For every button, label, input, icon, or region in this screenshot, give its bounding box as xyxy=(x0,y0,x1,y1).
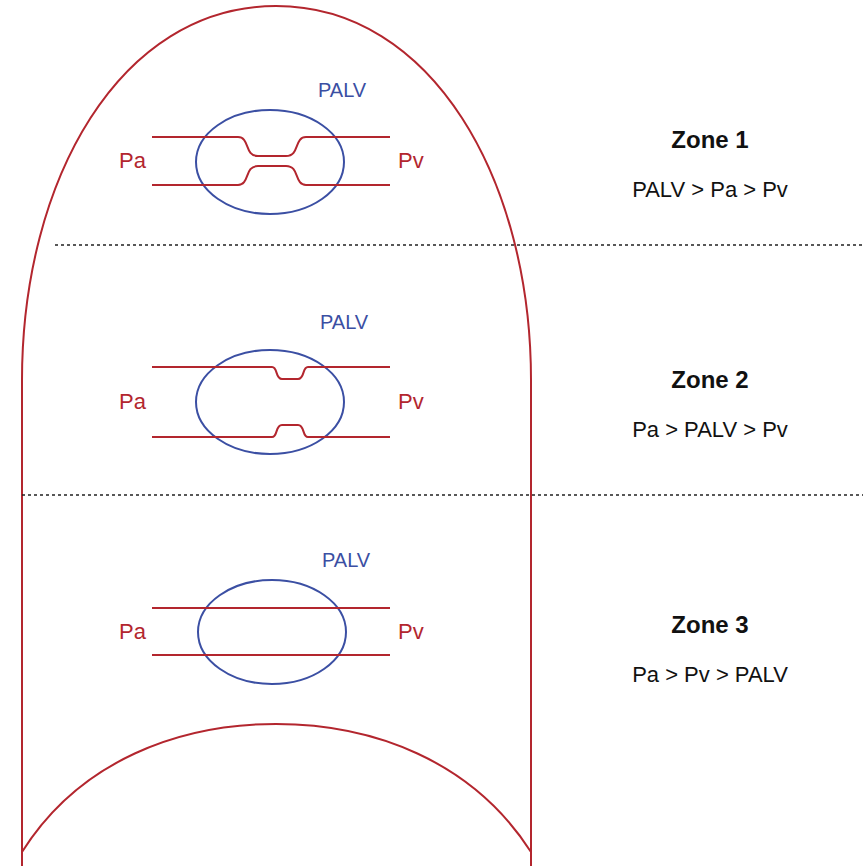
alveolar-pressure-label: PALV xyxy=(322,550,370,570)
alveolus xyxy=(196,350,344,454)
lung-outline xyxy=(22,6,531,866)
zone-divider xyxy=(22,494,863,496)
zone-title: Zone 2 xyxy=(671,366,748,395)
pressure-relation: Pa > PALV > Pv xyxy=(632,417,788,443)
zone-title: Zone 1 xyxy=(671,126,748,155)
alveolus xyxy=(198,580,346,684)
venous-pressure-label: Pv xyxy=(398,150,424,172)
capillary-wall xyxy=(152,607,390,609)
zone-divider xyxy=(55,244,863,246)
capillary-wall xyxy=(152,654,390,656)
pressure-relation: PALV > Pa > Pv xyxy=(632,177,788,203)
alveolar-pressure-label: PALV xyxy=(320,312,368,332)
capillary-wall xyxy=(152,137,390,156)
capillary-wall xyxy=(152,367,390,379)
diaphragm-outline xyxy=(22,724,531,852)
alveolar-pressure-label: PALV xyxy=(318,80,366,100)
zone-band: Zone 1 PALV > Pa > Pv xyxy=(560,100,860,230)
capillary-wall xyxy=(152,425,390,437)
arterial-pressure-label: Pa xyxy=(119,150,146,172)
venous-pressure-label: Pv xyxy=(398,621,424,643)
arterial-pressure-label: Pa xyxy=(119,391,146,413)
pressure-relation: Pa > Pv > PALV xyxy=(632,662,788,688)
capillary-wall xyxy=(152,166,390,185)
venous-pressure-label: Pv xyxy=(398,391,424,413)
arterial-pressure-label: Pa xyxy=(119,621,146,643)
alveolus xyxy=(196,110,344,214)
zone-band: Zone 3 Pa > Pv > PALV xyxy=(560,585,860,715)
zone-title: Zone 3 xyxy=(671,611,748,640)
zone-band: Zone 2 Pa > PALV > Pv xyxy=(560,340,860,470)
